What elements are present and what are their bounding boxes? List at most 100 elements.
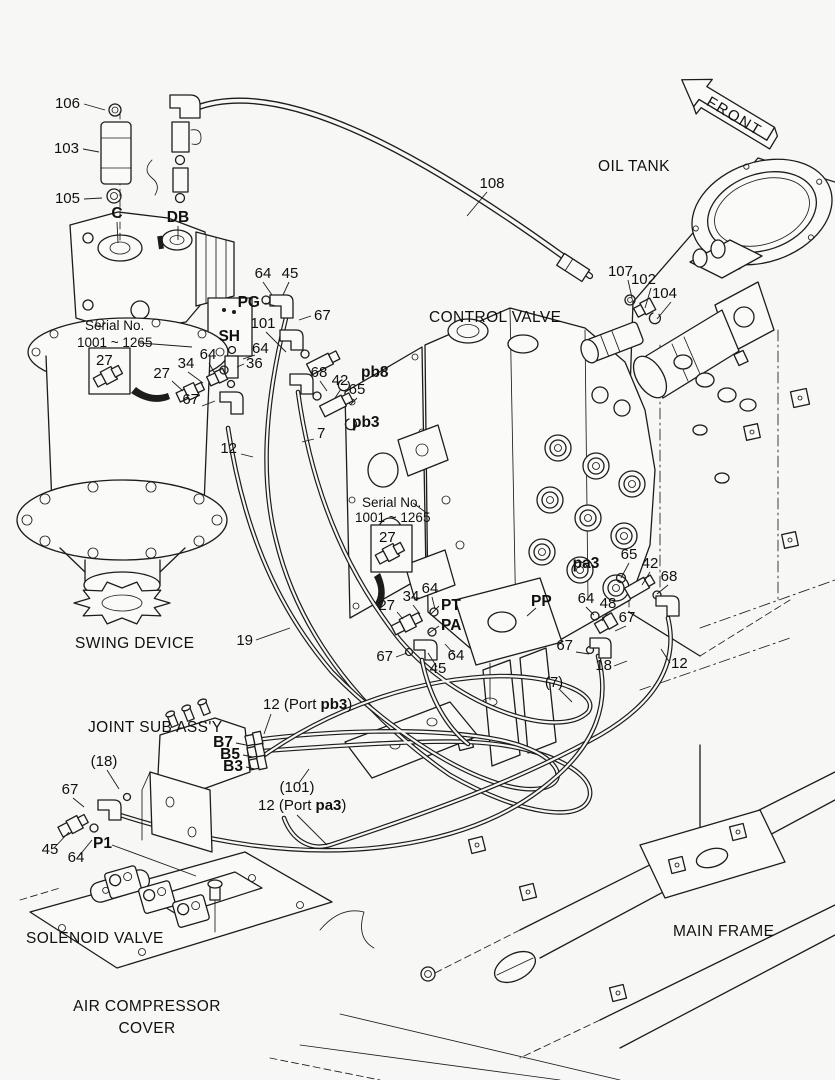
part-label-18: (18) <box>91 753 118 770</box>
leader-line <box>427 652 438 668</box>
part-label-67: 67 <box>619 609 636 626</box>
leader-line <box>613 660 628 667</box>
leader-line <box>559 689 573 703</box>
part-label-42: 42 <box>642 555 659 572</box>
spool-caps <box>528 434 646 602</box>
leader-line <box>111 844 197 877</box>
part-label-18: 18 <box>595 657 612 674</box>
part-label-7: (7) <box>545 674 563 691</box>
part-label-103: 103 <box>54 140 79 157</box>
hose-108-assembly <box>100 94 594 283</box>
leader-line <box>660 648 671 664</box>
leader-line <box>245 766 256 770</box>
leader-line <box>265 331 287 353</box>
leader-line <box>262 281 273 296</box>
leader-line <box>526 607 537 617</box>
serial-note-1-line2: 1001 ~ 1265 <box>77 335 152 350</box>
part-label-64: 64 <box>422 580 439 597</box>
front-direction-arrow: FRONT <box>681 78 779 150</box>
leader-line <box>575 651 590 655</box>
part-label-101: (101) <box>279 779 314 796</box>
leader-line <box>412 604 421 615</box>
leader-line <box>139 342 193 348</box>
joint-sub-assembly <box>141 698 268 853</box>
leader-line <box>444 643 456 656</box>
port-label-pa3: pa3 <box>573 555 600 572</box>
tank-clamp-cubes <box>743 387 811 549</box>
leader-line <box>296 814 328 846</box>
component-label-swing-device: SWING DEVICE <box>75 635 194 652</box>
leader-line <box>656 301 672 320</box>
port-label-db: DB <box>167 209 189 226</box>
fitting-102-nipple <box>632 297 657 318</box>
port-label-b5: B5 <box>220 746 240 763</box>
part-label-12: 12 <box>220 440 237 457</box>
part-label-67: 67 <box>376 648 393 665</box>
serial-box-2 <box>370 524 413 611</box>
arrow-swoosh-2 <box>373 573 385 611</box>
leader-line <box>396 611 404 620</box>
leader-line <box>201 400 216 407</box>
port-label-sh: SH <box>218 328 240 345</box>
leader-line <box>430 605 440 615</box>
leader-line <box>585 606 595 616</box>
leader-line <box>656 584 669 595</box>
arrow-swoosh-1 <box>131 387 170 402</box>
swing-device <box>16 211 253 625</box>
main-frame <box>269 579 835 1080</box>
serial-box-1 <box>88 347 170 402</box>
part-label-7: 7 <box>317 425 325 442</box>
leader-line <box>263 713 272 735</box>
leader-line <box>187 371 204 384</box>
part-label-102: 102 <box>631 271 656 288</box>
leader-line <box>264 302 277 307</box>
part-label-64: 64 <box>68 849 85 866</box>
part-label-64: 64 <box>448 647 465 664</box>
leader-line <box>644 287 652 309</box>
port-label-b3: B3 <box>223 758 243 775</box>
leader-line <box>466 191 488 217</box>
leader-line <box>620 562 630 579</box>
part-label-67: 67 <box>182 391 199 408</box>
serial-note-2-line1: Serial No. <box>362 495 421 510</box>
pilot-bracket <box>454 577 563 666</box>
control-valve <box>344 307 656 707</box>
leader-line <box>301 438 315 443</box>
leader-line <box>53 831 70 849</box>
leader-line <box>83 197 103 200</box>
leader-line <box>242 754 254 758</box>
leader-line <box>431 596 436 610</box>
fitting-104-clip <box>648 312 662 325</box>
part-label-42: 42 <box>332 372 349 389</box>
part-label-19: 19 <box>236 632 253 649</box>
leader-line <box>627 279 633 299</box>
leader-line <box>614 625 627 632</box>
leader-line <box>298 315 312 321</box>
tank-flange-ring <box>691 158 833 270</box>
leader-line <box>240 453 254 458</box>
relief-valve-cartridge <box>580 321 644 364</box>
part-label-68: 68 <box>311 364 328 381</box>
part-label-106: 106 <box>55 95 80 112</box>
component-label-oil-tank: OIL TANK <box>598 158 670 175</box>
part-label-65: 65 <box>621 546 638 563</box>
part-label-64: 64 <box>200 346 217 363</box>
part-label-64: 64 <box>252 340 269 357</box>
part-label-64: 64 <box>578 590 595 607</box>
tank-pads <box>673 354 757 484</box>
port-label-pp: PP <box>531 593 552 610</box>
leader-line <box>319 380 328 392</box>
part-label-101: 101 <box>250 315 275 332</box>
leader-line <box>83 103 106 111</box>
part-label-45: 45 <box>430 660 447 677</box>
part-label-45: 45 <box>42 841 59 858</box>
part-label-34: 34 <box>403 588 420 605</box>
port-label-pg: PG <box>238 294 260 311</box>
port-label-pt: PT <box>441 597 461 614</box>
leader-line <box>82 148 100 153</box>
label-12-port-pb3: 12 (Port pb3) <box>263 696 352 713</box>
leader-line <box>334 388 342 399</box>
oil-tank <box>624 157 835 657</box>
label-12-port-pa3: 12 (Port pa3) <box>258 797 346 814</box>
leader-line <box>601 611 609 622</box>
